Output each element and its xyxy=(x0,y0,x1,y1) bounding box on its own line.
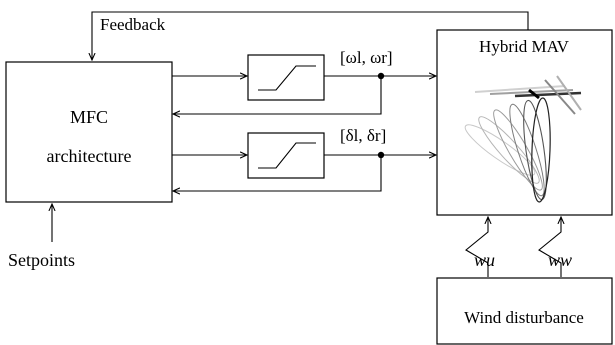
wind-disturbance-block xyxy=(436,277,613,345)
mav-illustration xyxy=(464,75,582,203)
hybrid-mav-title: Hybrid MAV xyxy=(479,37,570,56)
saturation-curve-omega xyxy=(258,65,316,91)
hybrid-mav-block xyxy=(436,29,613,216)
omega-signal-label: [ωl, ωr] xyxy=(340,48,393,67)
mfc-architecture-block xyxy=(5,61,173,203)
mfc-label-line2: architecture xyxy=(47,146,132,166)
ww-label: ww xyxy=(548,250,572,270)
wu-label: wu xyxy=(474,250,495,270)
feedback-line xyxy=(92,11,529,60)
delta-signal-label: [δl, δr] xyxy=(340,126,386,145)
ww-disturbance-arrow xyxy=(538,217,561,277)
wind-disturbance-label: Wind disturbance xyxy=(464,308,584,327)
mfc-label-line1: MFC xyxy=(70,107,108,127)
saturation-curve-delta xyxy=(258,142,316,169)
omega-return-line xyxy=(173,76,382,114)
setpoints-label: Setpoints xyxy=(8,250,75,270)
wu-disturbance-arrow xyxy=(465,217,488,277)
delta-branch-dot xyxy=(377,151,385,159)
delta-return-line xyxy=(173,155,382,191)
feedback-label: Feedback xyxy=(100,15,166,34)
omega-branch-dot xyxy=(377,72,385,80)
